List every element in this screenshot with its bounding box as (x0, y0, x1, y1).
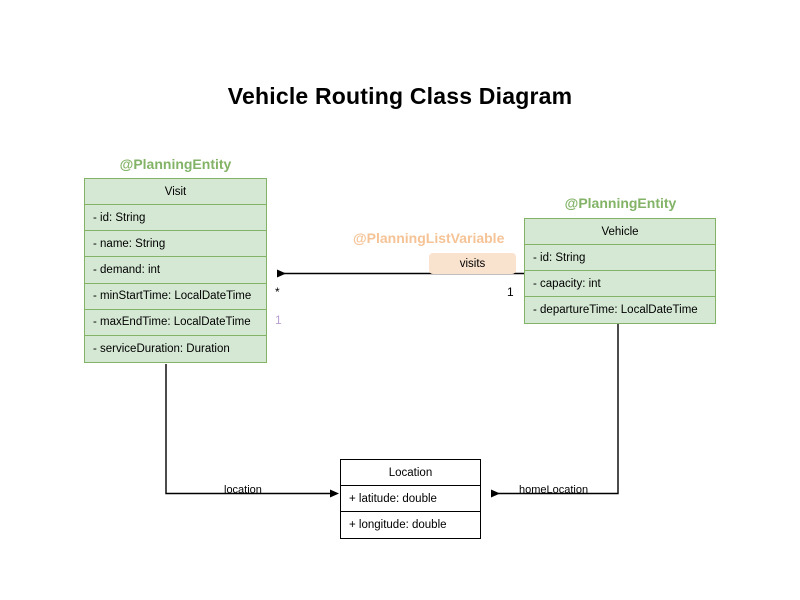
class-box-visit[interactable]: Visit - id: String - name: String - dema… (84, 178, 267, 364)
class-attribute: - name: String (85, 231, 266, 258)
class-name-vehicle: Vehicle (525, 219, 715, 245)
class-attribute: - id: String (85, 205, 266, 232)
class-attribute: + latitude: double (341, 486, 480, 512)
stereotype-planning-entity-visit: @PlanningEntity (119, 156, 232, 172)
class-attribute: - id: String (525, 245, 715, 271)
class-attribute: - minStartTime: LocalDateTime (85, 283, 266, 310)
stereotype-planning-entity-vehicle: @PlanningEntity (564, 195, 677, 211)
class-box-location[interactable]: Location + latitude: double + longitude:… (340, 459, 481, 539)
class-attribute: - departureTime: LocalDateTime (525, 297, 715, 323)
class-attribute: - demand: int (85, 257, 266, 284)
class-attribute: - capacity: int (525, 271, 715, 297)
relation-label-location: location (224, 484, 262, 496)
class-attribute: - maxEndTime: LocalDateTime (85, 309, 266, 336)
class-name-visit: Visit (85, 179, 266, 205)
relation-label-homelocation: homeLocation (519, 484, 589, 496)
multiplicity-vehicle-one: 1 (507, 285, 514, 299)
class-attribute: - serviceDuration: Duration (85, 335, 266, 363)
class-name-location: Location (341, 460, 480, 486)
class-attribute: + longitude: double (341, 512, 480, 538)
association-vehicle-homelocation (491, 323, 619, 498)
page-title: Vehicle Routing Class Diagram (227, 83, 573, 109)
stereotype-planning-list-variable: @PlanningListVariable (353, 230, 505, 246)
association-visit-location (165, 364, 339, 498)
relation-label-visits: visits (429, 253, 516, 274)
class-box-vehicle[interactable]: Vehicle - id: String - capacity: int - d… (524, 218, 716, 324)
multiplicity-visit-many: * (275, 285, 280, 299)
multiplicity-visit-one: 1 (275, 313, 282, 327)
